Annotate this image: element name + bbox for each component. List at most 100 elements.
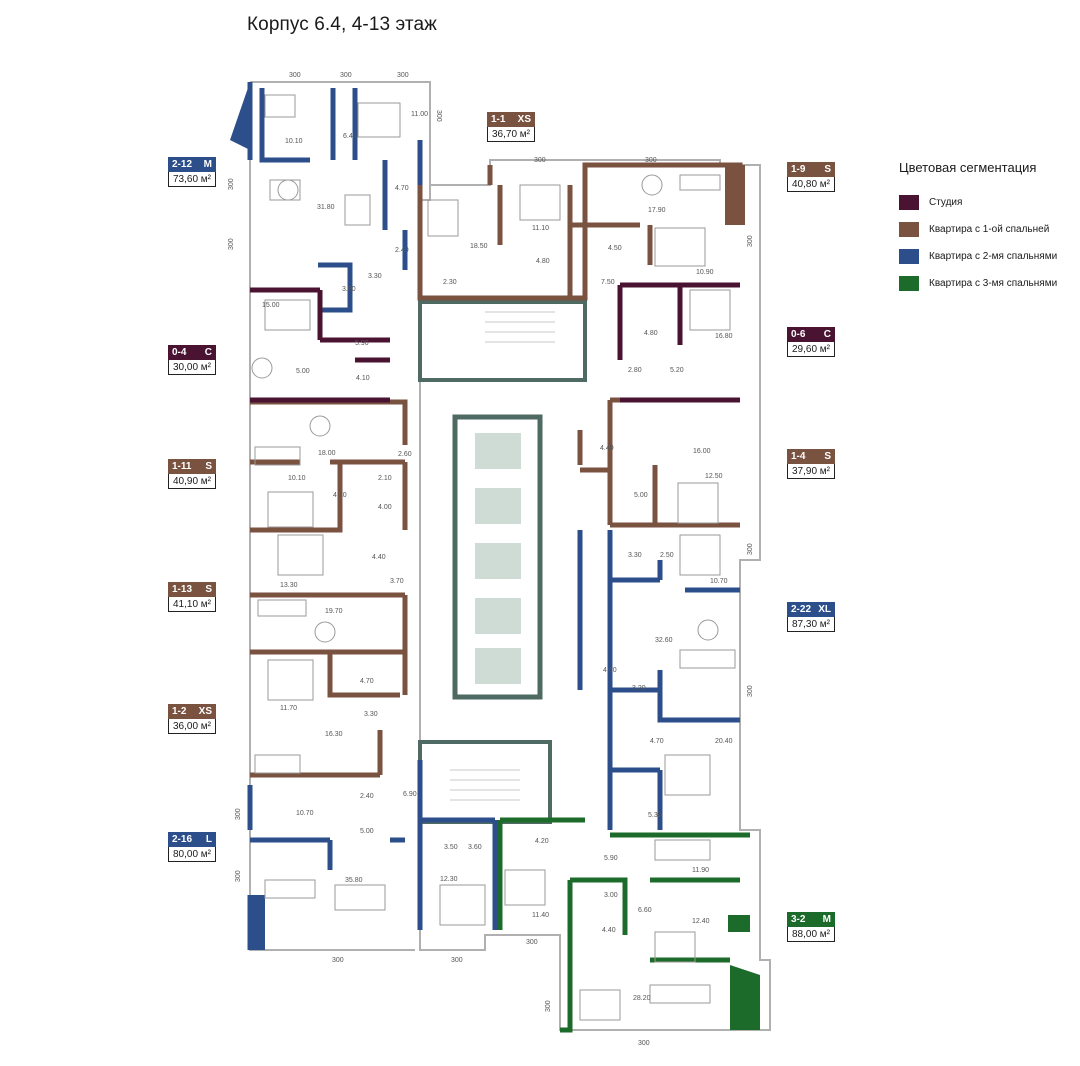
room-area-label: 7.50	[601, 279, 615, 286]
apartment-size: S	[824, 164, 831, 175]
room-area-label: 31.80	[317, 204, 335, 211]
room-area-label: 4.70	[650, 738, 664, 745]
room-area-label: 2.60	[398, 451, 412, 458]
dimension-label: 300	[435, 110, 442, 122]
apartment-area: 36,00 м²	[168, 719, 216, 734]
apartment-size: XS	[517, 114, 531, 125]
elevator-cars	[475, 433, 521, 684]
room-area-label: 2.30	[443, 279, 457, 286]
room-area-label: 4.40	[602, 927, 616, 934]
room-area-label: 18.50	[470, 243, 488, 250]
legend-swatch	[899, 222, 919, 237]
apartment-id: 2-12	[172, 159, 193, 170]
apartment-size: S	[205, 584, 212, 595]
room-area-label: 3.30	[364, 711, 378, 718]
room-area-label: 4.50	[608, 245, 622, 252]
room-area-label: 4.20	[535, 838, 549, 845]
apartment-id: 1-9	[791, 164, 806, 175]
room-area-label: 15.00	[262, 302, 280, 309]
room-area-label: 5.00	[634, 492, 648, 499]
dimension-label: 300	[534, 157, 546, 164]
room-area-label: 11.40	[532, 912, 549, 919]
apartment-size: XS	[198, 706, 212, 717]
room-area-label: 3.50	[444, 844, 458, 851]
legend-item-studio: Студия	[899, 195, 962, 210]
apartment-area: 40,90 м²	[168, 474, 216, 489]
room-area-label: 16.00	[693, 448, 711, 455]
apartment-tag-1-9[interactable]: 1-9 S 40,80 м²	[787, 162, 835, 192]
room-area-label: 4.00	[378, 504, 392, 511]
room-area-label: 3.70	[390, 578, 404, 585]
apartment-area: 87,30 м²	[787, 617, 835, 632]
room-area-label: 10.70	[296, 810, 314, 817]
room-area-label: 11.70	[280, 705, 297, 712]
room-labels: 10.106.4011.004.7031.802.403.303.9015.00…	[262, 111, 733, 1002]
dimension-label: 300	[451, 957, 463, 964]
room-area-label: 10.10	[285, 138, 303, 145]
room-area-label: 2.50	[660, 552, 674, 559]
dimension-label: 300	[289, 72, 301, 79]
room-area-label: 11.90	[692, 867, 709, 874]
apartment-area: 37,90 м²	[787, 464, 835, 479]
room-area-label: 6.90	[403, 791, 417, 798]
room-area-label: 2.10	[378, 475, 392, 482]
dimension-label: 300	[340, 72, 352, 79]
dimension-label: 300	[645, 157, 657, 164]
dimension-label: 300	[397, 72, 409, 79]
dimension-label: 300	[747, 543, 754, 555]
apartment-area: 40,80 м²	[787, 177, 835, 192]
room-area-label: 4.40	[372, 554, 386, 561]
room-area-label: 3.60	[468, 844, 482, 851]
page-title: Корпус 6.4, 4-13 этаж	[247, 14, 437, 35]
dimension-label: 300	[332, 957, 344, 964]
apartment-size: M	[822, 914, 831, 925]
furniture	[251, 94, 736, 1021]
apartment-area: 41,10 м²	[168, 597, 216, 612]
legend-swatch	[899, 195, 919, 210]
apartment-id: 2-22	[791, 604, 812, 615]
dimension-label: 300	[545, 1000, 552, 1012]
room-area-label: 5.90	[604, 855, 618, 862]
dimension-label: 300	[235, 870, 242, 882]
room-area-label: 4.10	[333, 492, 347, 499]
balcony-wedges	[230, 82, 760, 1030]
stair-treads	[450, 311, 555, 801]
apartment-size: L	[205, 834, 212, 845]
legend-swatch	[899, 276, 919, 291]
room-area-label: 12.50	[705, 473, 723, 480]
room-area-label: 5.00	[296, 368, 310, 375]
room-area-label: 12.40	[692, 918, 710, 925]
room-area-label: 4.80	[536, 258, 550, 265]
dimension-label: 300	[526, 939, 538, 946]
dimension-label: 300	[747, 235, 754, 247]
apartment-id: 3-2	[791, 914, 806, 925]
room-area-label: 35.80	[345, 877, 363, 884]
dimension-labels: 300 300 300 300 300 300 300 300 300 300 300 300 300 3…	[228, 72, 754, 1047]
room-area-label: 28.20	[633, 995, 651, 1002]
legend-item-two-bed: Квартира с 2-мя спальнями	[899, 249, 1057, 264]
apartment-area: 30,00 м²	[168, 360, 216, 375]
apartment-area: 80,00 м²	[168, 847, 216, 862]
apartment-id: 0-6	[791, 329, 806, 340]
apartment-id: 1-4	[791, 451, 806, 462]
room-area-label: 4.60	[603, 667, 617, 674]
room-area-label: 5.00	[360, 828, 374, 835]
apartment-id: 0-4	[172, 347, 187, 358]
